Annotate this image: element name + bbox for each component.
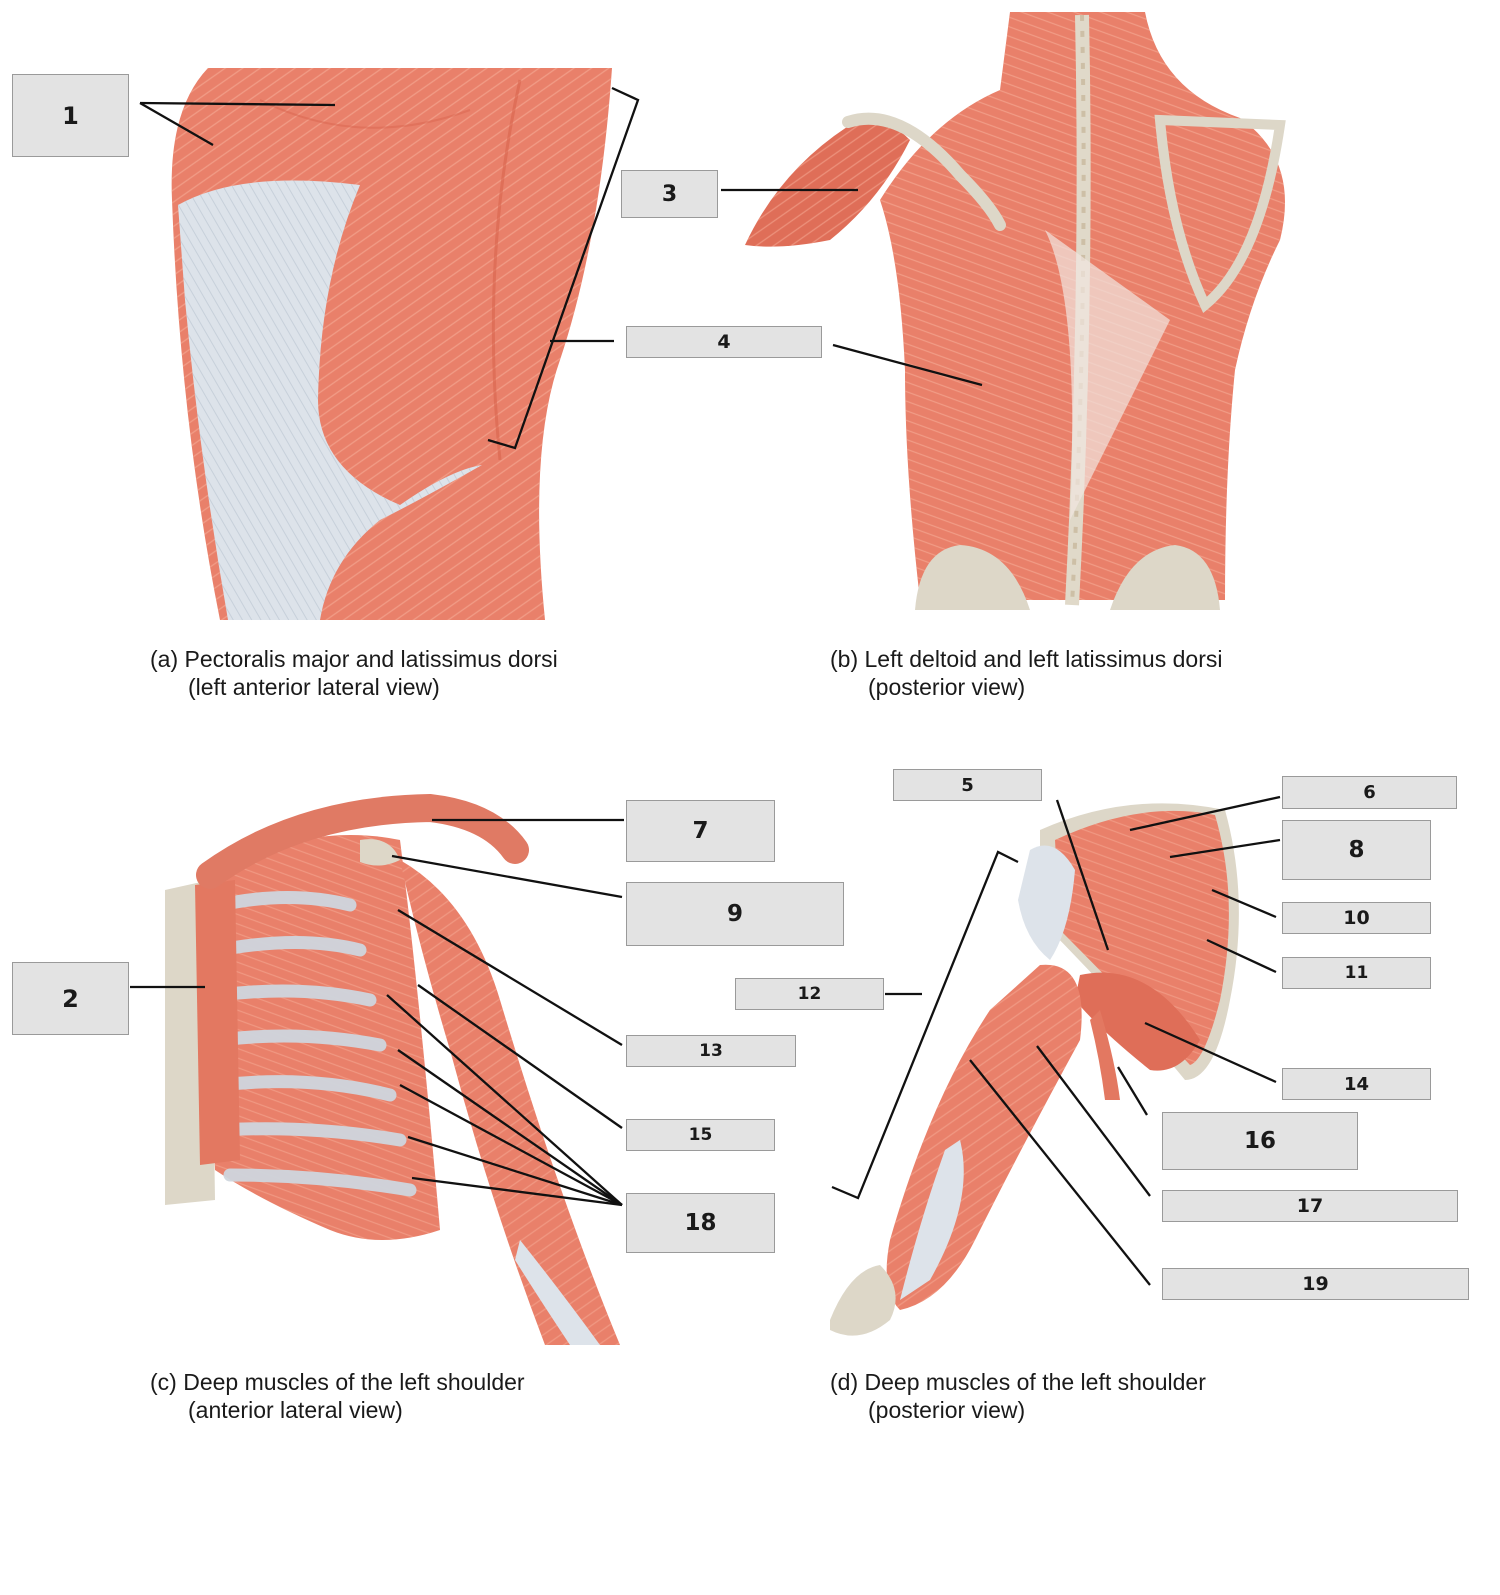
caption-d-line2: (posterior view) [868,1397,1026,1423]
label-box-14[interactable]: 14 [1282,1068,1431,1100]
bracket-d [831,850,1019,1200]
clavicle-c [196,793,529,889]
label-box-10[interactable]: 10 [1282,902,1431,934]
label-box-19[interactable]: 19 [1162,1268,1469,1300]
caption-b-line1: (b) Left deltoid and left latissimus dor… [830,646,1223,672]
elbow-d [830,1265,896,1336]
label-box-11[interactable]: 11 [1282,957,1431,989]
label-box-2[interactable]: 2 [12,962,129,1035]
panel-b-illustration [745,12,1286,610]
costal-cartilage-c [195,880,240,1165]
label-box-15[interactable]: 15 [626,1119,775,1151]
label-box-16[interactable]: 16 [1162,1112,1358,1170]
scapular-spine-b [842,112,1006,231]
label-box-7[interactable]: 7 [626,800,775,862]
scapula-right-b [1154,114,1286,313]
label-box-18[interactable]: 18 [626,1193,775,1253]
label-box-3[interactable]: 3 [621,170,718,218]
coracoid-c [360,839,400,866]
caption-b: (b) Left deltoid and left latissimus dor… [830,645,1222,701]
caption-c: (c) Deep muscles of the left shoulder (a… [150,1368,525,1424]
pelvis-left-b [915,545,1030,610]
bracket-a [487,86,640,450]
label-box-17[interactable]: 17 [1162,1190,1458,1222]
caption-a-line1: (a) Pectoralis major and latissimus dors… [150,646,558,672]
label-box-6[interactable]: 6 [1282,776,1457,809]
caption-c-line1: (c) Deep muscles of the left shoulder [150,1369,525,1395]
caption-b-line2: (posterior view) [868,674,1026,700]
panel-a-illustration [171,68,613,620]
panel-c-illustration [165,793,620,1345]
label-box-4[interactable]: 4 [626,326,822,358]
caption-c-line2: (anterior lateral view) [188,1397,403,1423]
label-box-13[interactable]: 13 [626,1035,796,1067]
pelvis-right-b [1110,545,1220,610]
label-box-8[interactable]: 8 [1282,820,1431,880]
label-box-1[interactable]: 1 [12,74,129,157]
label-box-5[interactable]: 5 [893,769,1042,801]
panel-d-illustration [830,803,1239,1336]
teres-d [1075,972,1200,1071]
caption-a-line2: (left anterior lateral view) [188,674,440,700]
caption-a: (a) Pectoralis major and latissimus dors… [150,645,558,701]
label-box-12[interactable]: 12 [735,978,884,1010]
leader-lines [130,86,1281,1286]
label-box-9[interactable]: 9 [626,882,844,946]
humerus-head-d [1018,845,1075,960]
caption-d-line1: (d) Deep muscles of the left shoulder [830,1369,1206,1395]
caption-d: (d) Deep muscles of the left shoulder (p… [830,1368,1206,1424]
